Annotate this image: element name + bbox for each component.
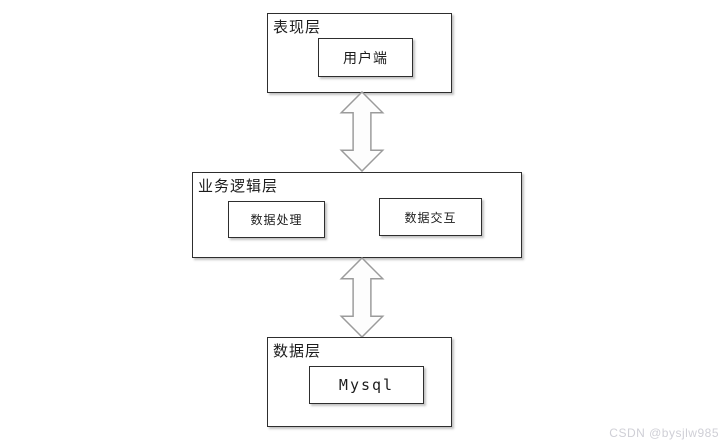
double-arrow-icon	[339, 257, 385, 338]
node-box-mysql: Mysql	[309, 366, 424, 404]
node-box-data-interaction: 数据交互	[379, 198, 482, 236]
node-box-client: 用户端	[318, 38, 413, 77]
node-label-mysql: Mysql	[338, 376, 395, 394]
node-label-client: 用户端	[343, 50, 388, 67]
node-label-data-processing: 数据处理	[250, 213, 303, 227]
layer-label-business-logic: 业务逻辑层	[198, 177, 279, 195]
node-label-data-interaction: 数据交互	[404, 210, 457, 225]
layer-box-data: 数据层 Mysql	[267, 337, 452, 427]
layer-label-data: 数据层	[273, 342, 322, 360]
double-arrow-icon	[339, 91, 385, 172]
layer-box-presentation: 表现层 用户端	[267, 13, 452, 93]
layer-box-business-logic: 业务逻辑层 数据处理 数据交互	[192, 172, 522, 258]
layer-label-presentation: 表现层	[273, 18, 322, 36]
watermark: CSDN @bysjlw985	[609, 426, 719, 440]
node-box-data-processing: 数据处理	[228, 201, 325, 238]
